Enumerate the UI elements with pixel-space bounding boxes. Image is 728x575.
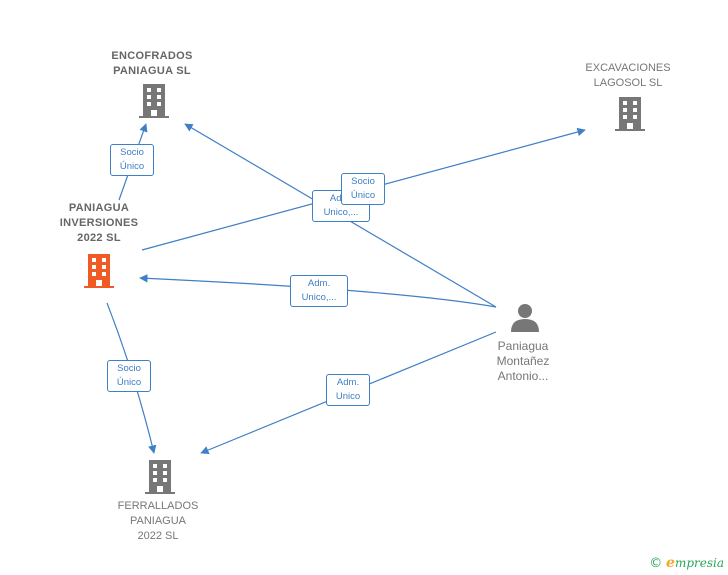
edge-label-socio-unico[interactable]: Socio Único: [341, 173, 385, 205]
edge-label-adm-unico[interactable]: Adm. Unico: [326, 374, 370, 406]
building-icon[interactable]: [84, 254, 114, 288]
brand-logo-initial: e: [666, 555, 675, 571]
building-icon[interactable]: [615, 97, 645, 131]
edge-label-socio-unico[interactable]: Socio Único: [107, 360, 151, 392]
copyright-footer: © empresia: [649, 555, 724, 571]
node-label-person[interactable]: Paniagua Montañez Antonio...: [496, 339, 550, 383]
building-icon[interactable]: [139, 84, 169, 118]
building-icon[interactable]: [145, 460, 175, 494]
copyright-icon: ©: [649, 556, 663, 571]
brand-logo-text: mpresia: [674, 556, 724, 570]
person-icon[interactable]: [510, 302, 540, 332]
node-label-paniagua-inversiones[interactable]: PANIAGUA INVERSIONES 2022 SL: [59, 202, 139, 244]
node-label-excavaciones[interactable]: EXCAVACIONES LAGOSOL SL: [585, 62, 671, 89]
edge-person-inversiones: [139, 274, 497, 308]
node-label-ferrallados[interactable]: FERRALLADOS PANIAGUA 2022 SL: [117, 500, 199, 542]
node-label-encofrados[interactable]: ENCOFRADOS PANIAGUA SL: [111, 50, 193, 77]
edge-label-socio-unico[interactable]: Socio Único: [110, 144, 154, 176]
edge-label-adm-unico[interactable]: Adm. Unico,...: [290, 275, 348, 307]
